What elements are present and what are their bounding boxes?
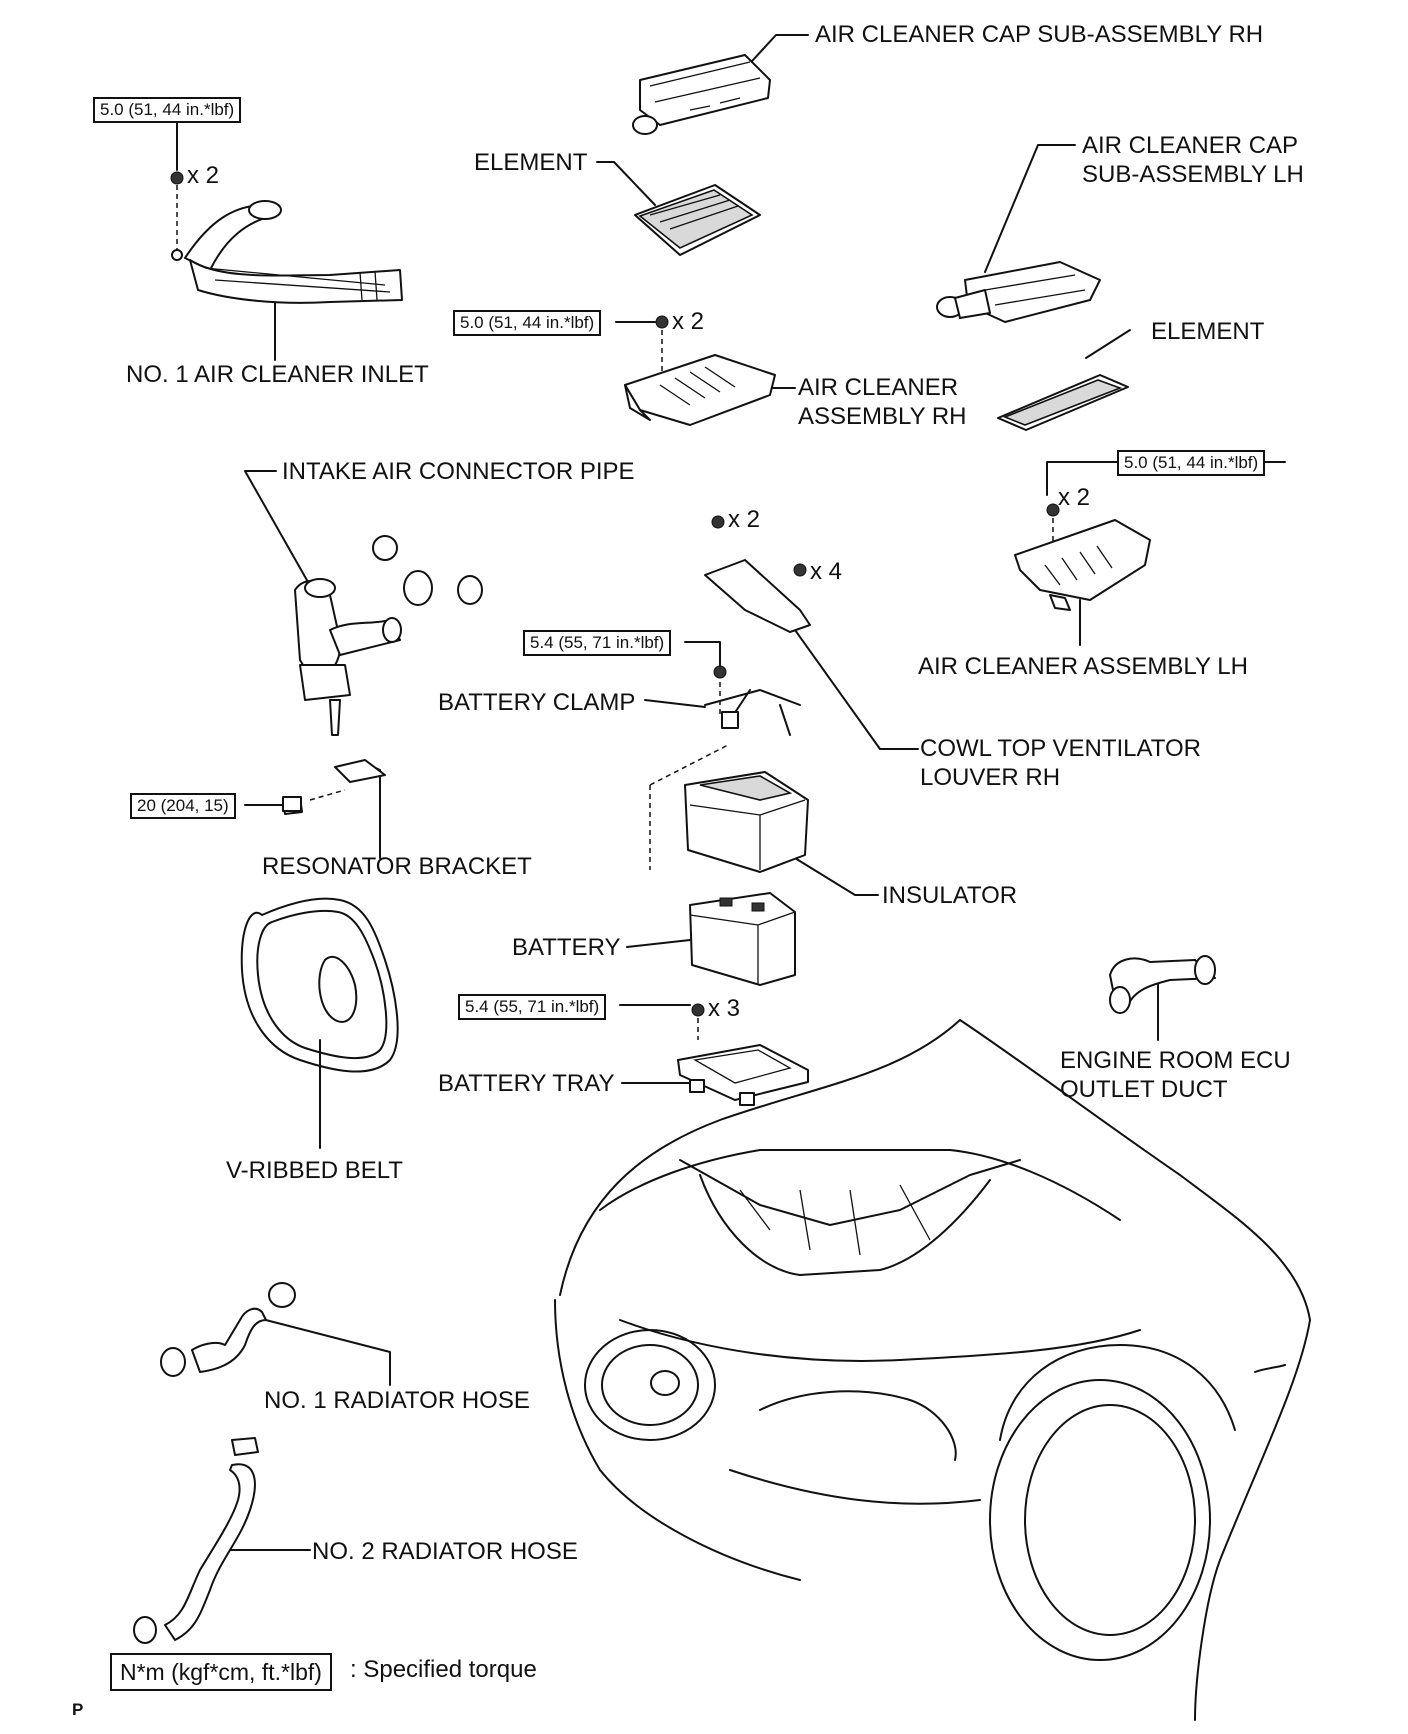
legend-torque-text: : Specified torque xyxy=(350,1656,537,1683)
torque-assembly-rh-nuts: 5.0 (51, 44 in.*lbf) xyxy=(453,310,602,336)
element-lh xyxy=(997,374,1129,431)
air-cleaner-assembly-rh xyxy=(624,354,776,426)
label-intake-air-connector-pipe: INTAKE AIR CONNECTOR PIPE xyxy=(282,458,635,485)
insulator xyxy=(684,771,809,873)
v-ribbed-belt xyxy=(240,897,399,1073)
legend-torque-box: N*m (kgf*cm, ft.*lbf) xyxy=(110,1653,332,1691)
battery-tray xyxy=(677,1044,809,1106)
engine-room-ecu-outlet-duct xyxy=(1109,955,1216,1014)
label-engine-room-ecu-outlet-duct: ENGINE ROOM ECU OUTLET DUCT xyxy=(1060,1047,1291,1103)
torque-battery-clamp-nut: 5.4 (55, 71 in.*lbf) xyxy=(523,630,672,656)
torque-assembly-lh-nuts: 5.0 (51, 44 in.*lbf) xyxy=(1117,450,1266,476)
fasteners xyxy=(170,171,1060,1017)
label-resonator-bracket: RESONATOR BRACKET xyxy=(262,853,532,880)
label-air-cleaner-assembly-rh: AIR CLEANER ASSEMBLY RH xyxy=(798,374,967,430)
no1-radiator-hose xyxy=(160,1282,296,1377)
label-no2-radiator-hose: NO. 2 RADIATOR HOSE xyxy=(312,1538,578,1565)
qty-inlet-bolts: x 2 xyxy=(187,162,220,189)
label-battery-clamp: BATTERY CLAMP xyxy=(438,689,636,716)
battery xyxy=(689,892,796,986)
label-v-ribbed-belt: V-RIBBED BELT xyxy=(226,1157,403,1184)
qty-cowl-clips: x 4 xyxy=(810,558,843,585)
intake-air-connector-pipe xyxy=(294,535,483,736)
air-cleaner-cap-lh xyxy=(936,261,1101,323)
element-rh xyxy=(634,184,761,256)
label-air-cleaner-assembly-lh: AIR CLEANER ASSEMBLY LH xyxy=(918,653,1248,680)
qty-cowl-bolts: x 2 xyxy=(728,506,761,533)
torque-inlet-bolts: 5.0 (51, 44 in.*lbf) xyxy=(93,97,242,123)
qty-assembly-rh-nuts: x 2 xyxy=(672,308,705,335)
vehicle-outline xyxy=(554,1019,1311,1721)
air-cleaner-assembly-lh xyxy=(1014,519,1151,611)
cowl-top-ventilator-louver-rh xyxy=(704,515,811,633)
label-insulator: INSULATOR xyxy=(882,882,1018,909)
qty-battery-tray-bolts: x 3 xyxy=(708,995,741,1022)
torque-battery-tray-bolts: 5.4 (55, 71 in.*lbf) xyxy=(458,994,607,1020)
label-battery: BATTERY xyxy=(512,934,621,961)
air-cleaner-cap-rh xyxy=(632,54,771,135)
label-air-cleaner-cap-lh: AIR CLEANER CAP SUB-ASSEMBLY LH xyxy=(1082,132,1304,188)
label-air-cleaner-cap-rh: AIR CLEANER CAP SUB-ASSEMBLY RH xyxy=(815,21,1264,48)
torque-resonator-bracket-bolt: 20 (204, 15) xyxy=(130,793,236,819)
label-element-rh: ELEMENT xyxy=(474,149,588,176)
label-cowl-top-ventilator-louver-rh: COWL TOP VENTILATOR LOUVER RH xyxy=(920,735,1201,791)
label-no1-air-cleaner-inlet: NO. 1 AIR CLEANER INLET xyxy=(126,361,429,388)
no2-radiator-hose xyxy=(133,1437,259,1644)
qty-assembly-lh-nuts: x 2 xyxy=(1058,484,1091,511)
label-element-lh: ELEMENT xyxy=(1151,318,1265,345)
leader-lines xyxy=(217,34,1159,1551)
battery-clamp xyxy=(704,665,801,736)
label-battery-tray: BATTERY TRAY xyxy=(438,1070,615,1097)
figure-mark: P xyxy=(72,1700,84,1719)
label-no1-radiator-hose: NO. 1 RADIATOR HOSE xyxy=(264,1387,530,1414)
no1-air-cleaner-inlet xyxy=(171,200,403,304)
